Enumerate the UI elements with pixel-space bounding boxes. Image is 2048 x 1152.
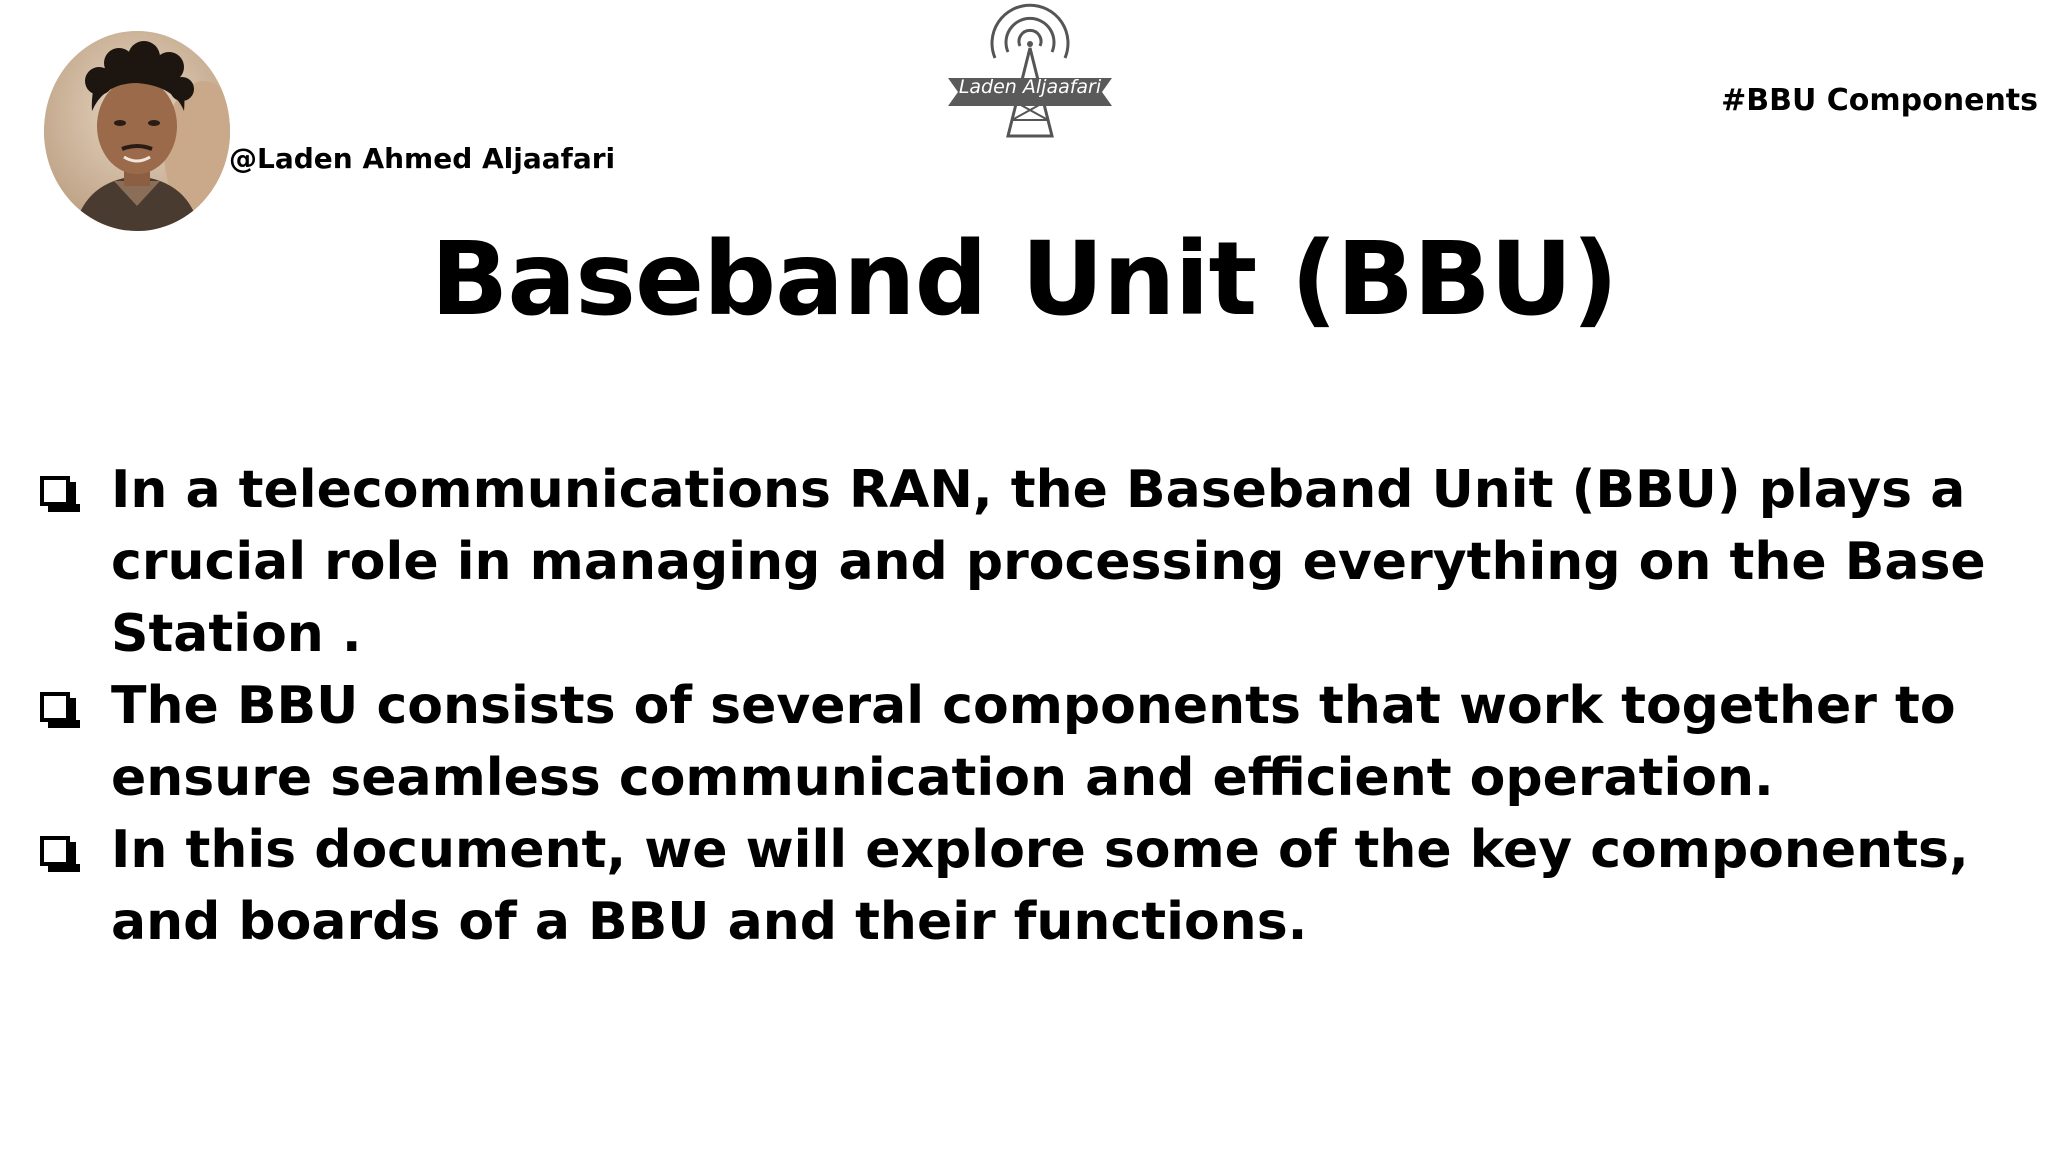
profile-photo bbox=[44, 31, 230, 231]
author-handle: @Laden Ahmed Aljaafari bbox=[229, 142, 616, 175]
checkbox-square-icon bbox=[40, 476, 80, 512]
list-item: In a telecommunications RAN, the Baseban… bbox=[34, 454, 2024, 670]
page-title: Baseband Unit (BBU) bbox=[430, 220, 1619, 339]
checkbox-square-icon bbox=[40, 836, 80, 872]
logo: Laden Aljaafari bbox=[940, 0, 1120, 140]
list-item: The BBU consists of several components t… bbox=[34, 670, 2024, 814]
topic-hashtag: #BBU Components bbox=[1721, 83, 2038, 118]
logo-text: Laden Aljaafari bbox=[958, 76, 1102, 98]
avatar bbox=[44, 31, 230, 231]
radio-tower-icon bbox=[948, 3, 1112, 138]
bullet-list: In a telecommunications RAN, the Baseban… bbox=[34, 454, 2024, 958]
bullet-text: In a telecommunications RAN, the Baseban… bbox=[111, 460, 1986, 664]
list-item: In this document, we will explore some o… bbox=[34, 814, 2024, 958]
bullet-text: In this document, we will explore some o… bbox=[111, 820, 1969, 952]
checkbox-square-icon bbox=[40, 692, 80, 728]
bullet-text: The BBU consists of several components t… bbox=[111, 676, 1956, 808]
